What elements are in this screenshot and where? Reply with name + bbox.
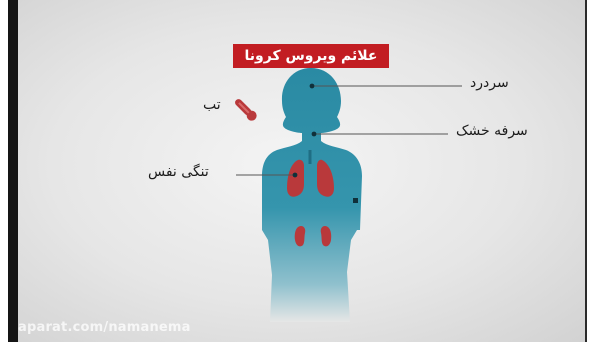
label-dry-cough: سرفه خشک: [456, 123, 528, 139]
human-silhouette: [262, 68, 362, 322]
breath-dot: [293, 173, 298, 178]
thermometer-icon: [233, 97, 259, 123]
headache-dot: [310, 84, 315, 89]
trachea: [309, 150, 312, 164]
label-headache: سردرد: [470, 75, 509, 91]
arm-marker: [353, 198, 358, 203]
watermark: aparat.com/namanema: [18, 320, 191, 335]
label-fever: تب: [203, 97, 221, 113]
label-shortness-of-breath: تنگی نفس: [148, 164, 209, 180]
cough-dot: [312, 132, 317, 137]
diagram-title: علائم ویروس کرونا: [233, 44, 389, 68]
